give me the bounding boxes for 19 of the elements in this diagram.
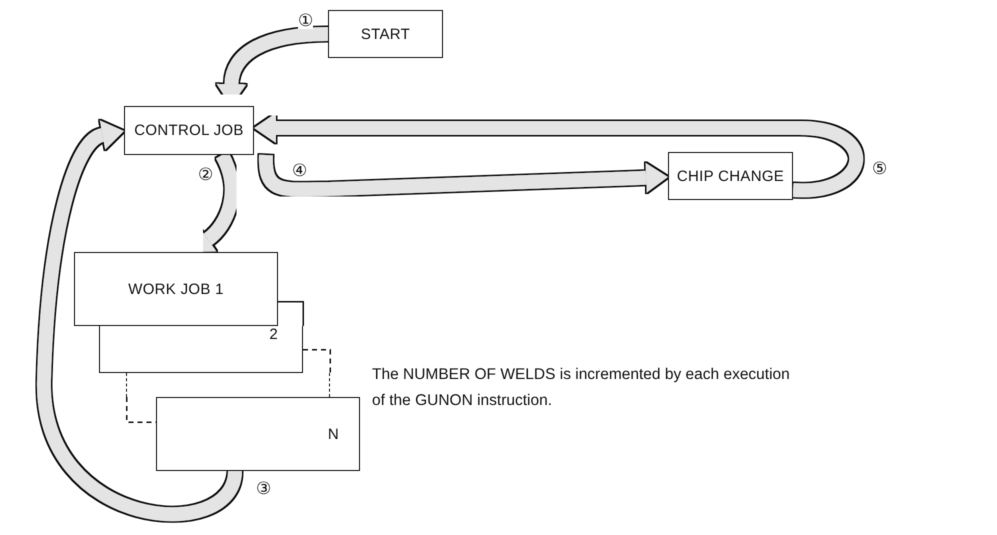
- job-box: [74, 252, 278, 326]
- box-label: CHIP CHANGE: [676, 168, 784, 184]
- box-label: 2: [269, 326, 278, 343]
- step-number: ③: [256, 480, 271, 497]
- step-number: ①: [298, 12, 313, 29]
- step-number: ②: [198, 166, 213, 183]
- box-label: CONTROL JOB: [134, 122, 244, 139]
- box-label: START: [360, 26, 410, 42]
- job-box: [124, 106, 254, 155]
- step-number: ⑤: [872, 160, 887, 177]
- job-box: [156, 397, 360, 471]
- job-box: [668, 152, 793, 200]
- box-label: WORK JOB 1: [128, 280, 224, 298]
- box-label: N: [328, 426, 339, 442]
- step-number: ④: [292, 162, 307, 179]
- dashed-box: [126, 373, 330, 397]
- job-box: [99, 326, 303, 373]
- job-box: [328, 10, 443, 58]
- note-text: The NUMBER OF WELDS is incremented by each execution of the GUNON instruction.: [372, 365, 791, 411]
